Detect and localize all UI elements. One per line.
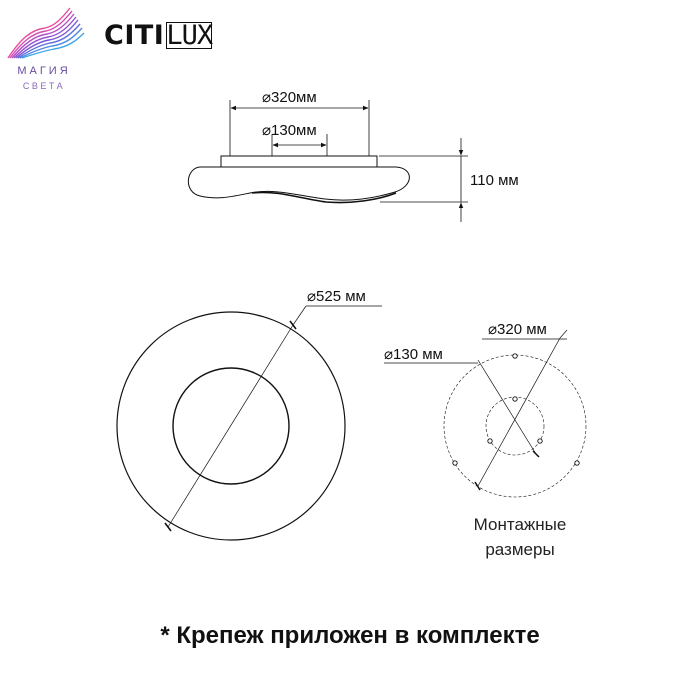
mount-inner-circle bbox=[485, 396, 545, 456]
side-view bbox=[187, 100, 468, 222]
lamp-outer-circle bbox=[116, 311, 346, 541]
dim-line-525 bbox=[167, 324, 294, 528]
mount-outer-diameter-label: ⌀320 мм bbox=[488, 321, 547, 338]
mount-holes bbox=[452, 353, 580, 466]
logo-caption-magia: МАГИЯ bbox=[17, 65, 71, 77]
citilux-logo-part2: LUX bbox=[166, 20, 213, 51]
side-inner-diameter-label: ⌀130мм bbox=[262, 122, 317, 139]
mount-outer-circle bbox=[443, 354, 587, 498]
lamp-inner-circle bbox=[172, 367, 290, 485]
mount-dim-line-130 bbox=[477, 359, 537, 455]
height-label: 110 мм bbox=[470, 172, 519, 189]
logo-caption-sveta: СВЕТА bbox=[22, 81, 66, 91]
top-view bbox=[116, 305, 382, 541]
lamp-body-profile bbox=[187, 166, 410, 201]
mount-plate bbox=[220, 155, 378, 168]
mounting-view bbox=[384, 329, 587, 498]
citilux-logo: CITILUX bbox=[104, 20, 214, 51]
mount-dim-line-320 bbox=[477, 337, 561, 487]
citilux-logo-part1: CITI bbox=[104, 20, 165, 51]
magia-sveta-logo-icon bbox=[7, 7, 85, 59]
fasteners-included-note: * Крепеж приложен в комплекте bbox=[160, 622, 540, 649]
lamp-diameter-label: ⌀525 мм bbox=[307, 288, 366, 305]
side-outer-diameter-label: ⌀320мм bbox=[262, 89, 317, 106]
mount-inner-diameter-label: ⌀130 мм bbox=[384, 346, 443, 363]
